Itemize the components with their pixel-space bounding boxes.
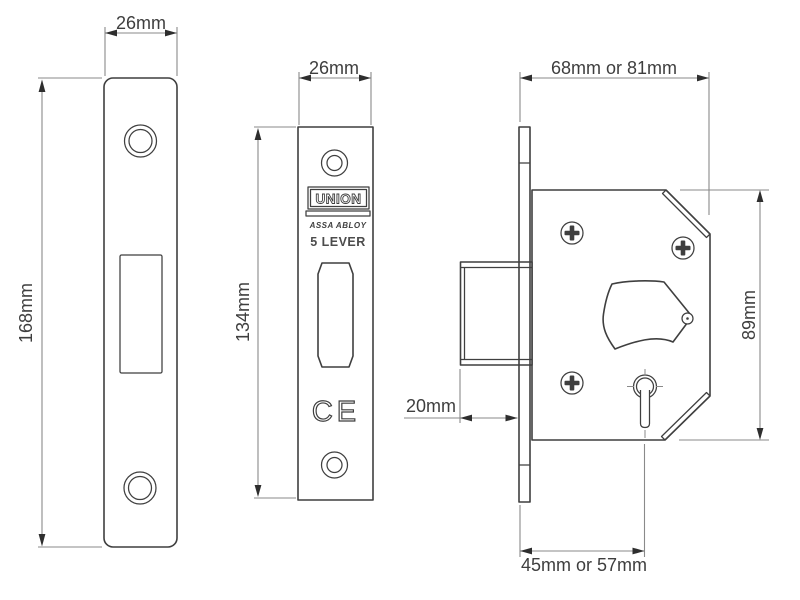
logo-inner-box [309,188,368,208]
case-screw-bottom-left [560,371,584,395]
arrowhead-left [460,414,472,422]
lever-variant-text: 5 LEVER [310,235,366,249]
arrowhead-bottom [254,485,262,497]
extension-lines [679,189,769,441]
brand-sub-text: ASSA ABLOY [309,221,367,230]
logo-underline-bar [305,210,371,217]
extension-lines [254,126,296,499]
brand-text: UNION [316,192,362,207]
keyhole [627,369,663,438]
keyhole-center-marks [627,369,663,438]
forend-strip-side [518,126,531,503]
backset-label: 45mm or 57mm [521,555,647,575]
arrowhead-top [756,190,764,202]
bolt-throw-label: 20mm [406,396,456,416]
arrowhead-right [359,74,371,82]
forend-height-label: 134mm [233,282,253,342]
arrowhead-bottom [756,428,764,440]
extension-lines [38,77,102,548]
extension-lines [519,444,646,557]
strike-plate-height-dimension: 168mm [16,77,102,548]
key-stem [639,390,651,429]
case-height-dimension: 89mm [679,189,769,441]
strike-plate-top-screw-hole [123,124,158,158]
forend-width-dimension: 26mm [298,58,372,125]
arrowhead-right [505,414,518,422]
strike-plate-bolt-cutout [119,254,163,374]
arrowhead-top [254,128,262,140]
union-logo: UNION ASSA ABLOY [305,186,371,230]
lock-case-view: 68mm or 81mm [404,58,769,575]
extension-lines [519,72,710,215]
forend-width-label: 26mm [309,58,359,78]
extension-lines [104,27,178,76]
arrowhead-right [632,547,645,555]
case-bottom-chamfer-detail [660,391,711,441]
strike-plate-width-dimension: 26mm [104,13,178,76]
arrowhead-left [299,74,311,82]
arrowhead-top [38,79,46,92]
arrowhead-right [165,29,177,37]
strike-plate-height-label: 168mm [16,283,36,343]
deadbolt-side-view [459,261,533,366]
lever-cam-shape [602,280,694,350]
case-width-label: 68mm or 81mm [551,58,677,78]
strike-plate-view: 26mm 168mm [16,13,178,548]
arrowhead-bottom [38,534,46,547]
forend-top-screw-hole [320,149,349,177]
strike-plate-bottom-screw-hole [123,471,157,505]
forend-view: 26mm 134mm UNION ASSA ABLOY 5 LEVER [233,58,374,501]
case-screw-top-left [560,221,584,245]
strike-plate-width-label: 26mm [116,13,166,33]
arrowhead-left [520,74,532,82]
forend-bottom-screw-hole [320,451,349,479]
backset-dimension: 45mm or 57mm [519,444,647,575]
bolt-throw-dimension: 20mm [404,369,518,423]
deadbolt-face [317,262,354,368]
arrowhead-left [520,547,532,555]
arrowhead-left [105,29,117,37]
ce-mark: CE [312,396,360,428]
case-top-chamfer-detail [661,189,711,239]
case-screw-top-right [671,236,695,260]
arrowhead-right [697,74,709,82]
extension-lines [298,72,372,125]
forend-height-dimension: 134mm [233,126,296,499]
case-height-label: 89mm [739,290,759,340]
case-width-dimension: 68mm or 81mm [519,58,710,215]
